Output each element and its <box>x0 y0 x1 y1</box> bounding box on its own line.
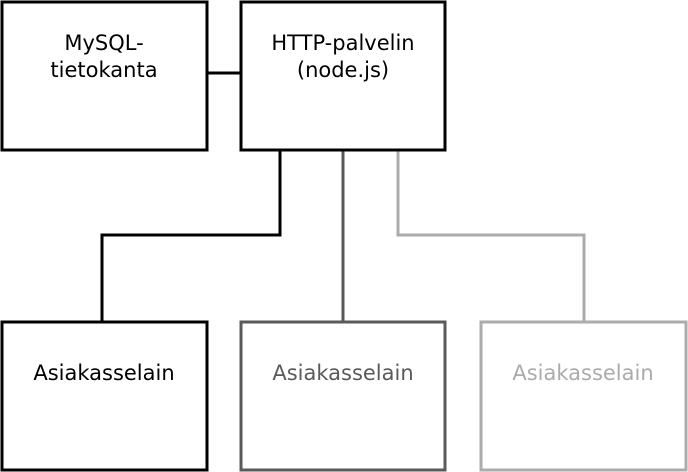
client-label-3: Asiakasselain <box>512 361 653 385</box>
server-label-line2: (node.js) <box>297 58 389 82</box>
database-node: MySQL- tietokanta <box>0 0 209 152</box>
server-client1-connector <box>100 150 282 322</box>
client-node-3: Asiakasselain <box>479 320 688 472</box>
server-node: HTTP-palvelin (node.js) <box>239 0 447 152</box>
database-label-line2: tietokanta <box>50 58 157 82</box>
client-label-2: Asiakasselain <box>272 361 413 385</box>
database-label-line1: MySQL- <box>64 31 143 55</box>
server-client3-connector <box>396 150 586 322</box>
server-label-line1: HTTP-palvelin <box>271 31 414 55</box>
client-label-1: Asiakasselain <box>33 361 174 385</box>
client-node-1: Asiakasselain <box>0 320 209 472</box>
client-node-2: Asiakasselain <box>239 320 447 472</box>
